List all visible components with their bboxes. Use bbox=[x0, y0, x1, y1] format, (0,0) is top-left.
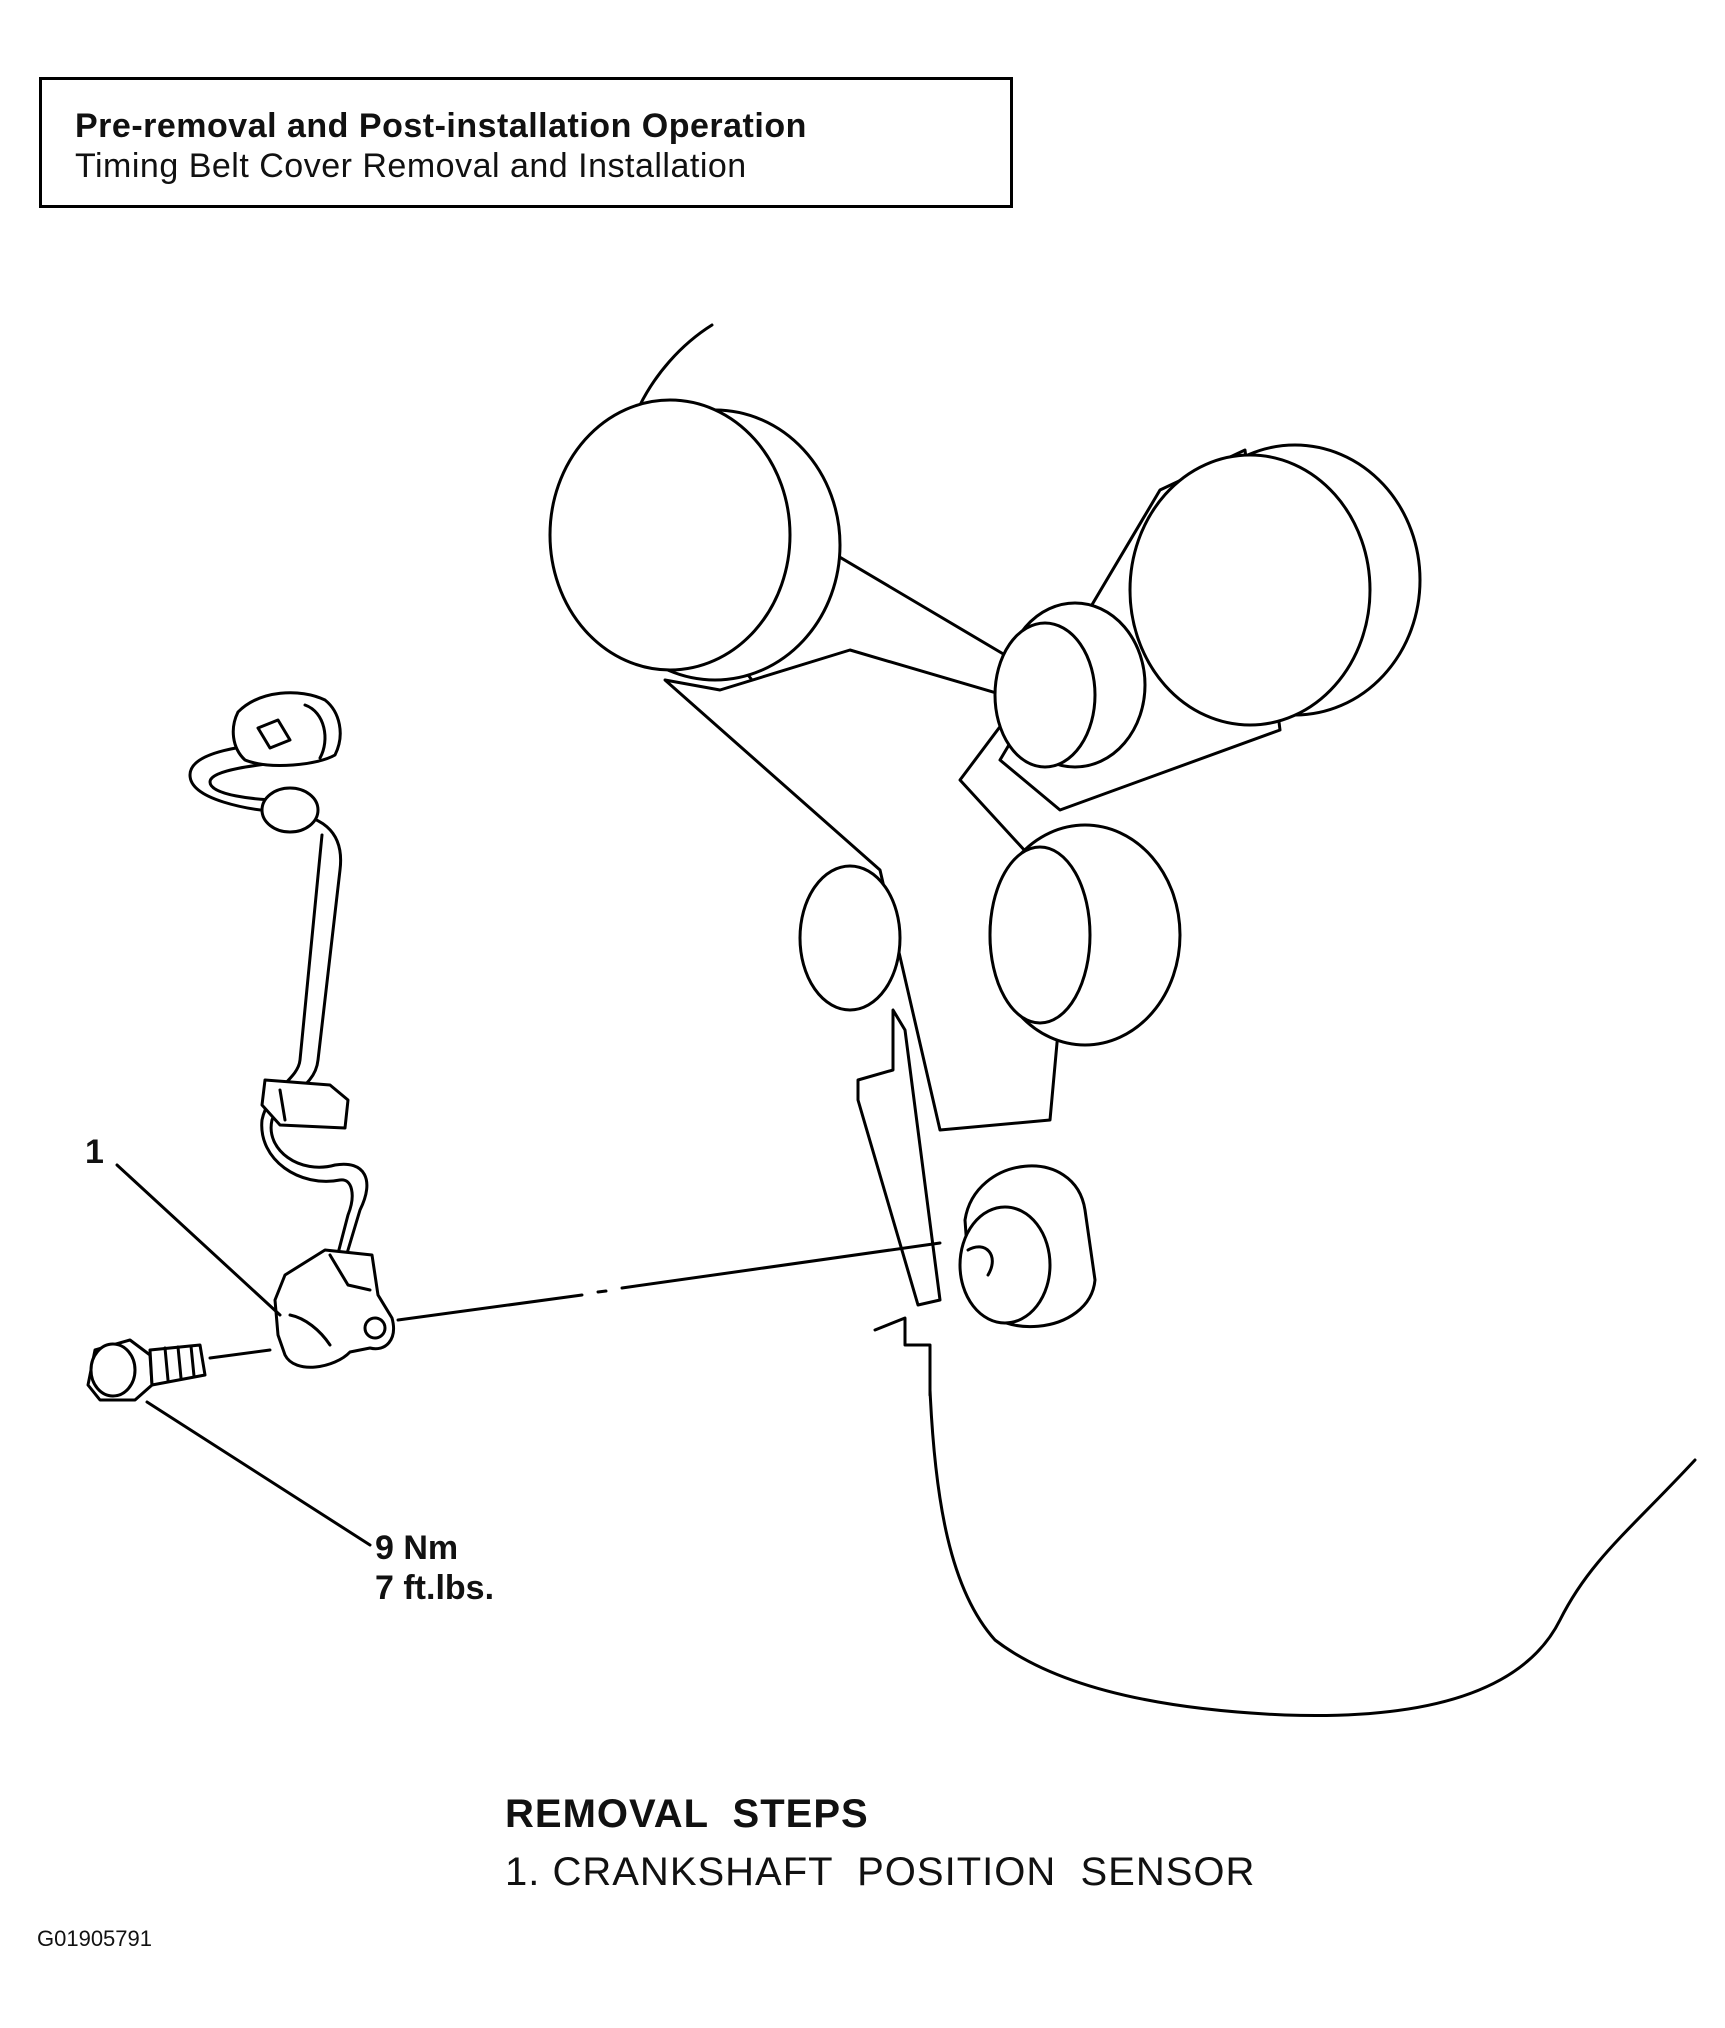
harness-clip bbox=[260, 1078, 350, 1130]
figure-id: G01905791 bbox=[37, 1926, 152, 1951]
crankshaft-pulley bbox=[958, 1205, 1052, 1325]
torque-leader-line bbox=[145, 1400, 372, 1547]
sensor-callout-number: 1 bbox=[85, 1133, 104, 1171]
header-title: Pre-removal and Post-installation Operat… bbox=[75, 107, 807, 145]
header-subtitle: Timing Belt Cover Removal and Installati… bbox=[75, 147, 747, 185]
sensor-bolt bbox=[86, 1338, 207, 1402]
torque-nm-label: 9 Nm bbox=[375, 1529, 459, 1567]
sensor-leader-line bbox=[115, 1163, 282, 1317]
right-cam-pulley-face bbox=[1128, 453, 1372, 727]
removal-steps: REMOVAL STEPS 1. CRANKSHAFT POSITION SEN… bbox=[505, 1785, 1255, 1901]
removal-steps-heading: REMOVAL STEPS bbox=[505, 1792, 869, 1836]
engine-block-outline bbox=[638, 323, 1697, 1718]
sensor-harness bbox=[188, 691, 395, 1369]
header-box: Pre-removal and Post-installation Operat… bbox=[39, 77, 1013, 208]
torque-ftlbs-label: 7 ft.lbs. bbox=[375, 1569, 495, 1607]
left-cam-pulley-face bbox=[548, 398, 792, 672]
crankshaft-position-sensor bbox=[273, 1248, 395, 1369]
alignment-line bbox=[208, 1241, 942, 1360]
removal-step-item: 1. CRANKSHAFT POSITION SENSOR bbox=[505, 1850, 1256, 1894]
timing-belt-assembly bbox=[548, 398, 1422, 1329]
left-idler-pulley bbox=[798, 864, 902, 1012]
